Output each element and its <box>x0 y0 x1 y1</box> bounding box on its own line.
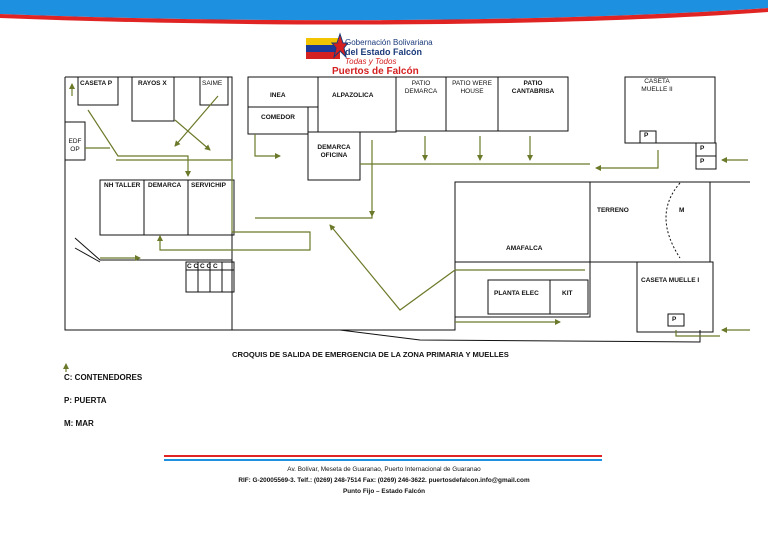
diagram-caption: CROQUIS DE SALIDA DE EMERGENCIA DE LA ZO… <box>232 350 509 359</box>
room-caseta-muelle-ii: CASETA MUELLE II <box>641 78 673 93</box>
room-rayos-x: RAYOS X <box>138 80 167 87</box>
door-p-right-1: P <box>700 145 705 152</box>
room-amafalca: AMAFALCA <box>506 245 543 252</box>
flag-star-emblem <box>306 32 348 59</box>
footer-city: Punto Fijo – Estado Falcón <box>342 488 426 495</box>
legend-puerta: P: PUERTA <box>64 396 107 405</box>
room-saime: SAIME <box>202 80 223 87</box>
room-alpazolica: ALPAZOLICA <box>332 92 374 99</box>
room-caseta-p: CASETA P <box>80 80 113 87</box>
room-patio-werehouse: PATIO WERE HOUSE <box>452 80 492 95</box>
door-p-muelle-i: P <box>672 316 677 323</box>
footer-line-blue <box>164 459 602 461</box>
legend-contenedores: C: CONTENEDORES <box>64 373 143 382</box>
logo: Gobernación Bolivariana del Estado Falcó… <box>300 28 475 80</box>
room-demarca-oficina: DEMARCA OFICINA <box>317 144 351 159</box>
room-inea: INEA <box>270 92 286 99</box>
logo-line-2: del Estado Falcón <box>345 47 423 57</box>
logo-tagline: Todas y Todos <box>345 57 397 66</box>
room-kit: KIT <box>562 290 573 297</box>
walls <box>64 76 750 343</box>
legend-mar: M: MAR <box>64 419 94 428</box>
room-mar: M <box>679 207 685 214</box>
footer-contact: RIF: G-20005569-3. Telf.: (0269) 248-751… <box>238 477 530 484</box>
banner-red-wave <box>0 8 768 25</box>
logo-brand: Puertos de Falcón <box>332 66 419 77</box>
room-terreno: TERRENO <box>597 207 629 214</box>
header-banner <box>0 0 768 25</box>
room-servichip: SERVICHIP <box>191 182 226 189</box>
room-demarca: DEMARCA <box>148 182 182 189</box>
room-planta-elec: PLANTA ELEC <box>494 290 539 297</box>
container-stack-label: C C C C C <box>187 263 218 270</box>
door-p-muelle-ii: P <box>644 132 649 139</box>
room-caseta-muelle-i: CASETA MUELLE I <box>641 277 700 284</box>
room-patio-demarca: PATIO DEMARCA <box>404 80 438 95</box>
room-patio-cantabrisa: PATIO CANTABRISA <box>511 80 555 95</box>
room-nh-taller: NH TALLER <box>104 182 141 189</box>
room-comedor: COMEDOR <box>261 114 295 121</box>
logo-line-1: Gobernación Bolivariana <box>345 38 433 47</box>
evacuation-routes <box>63 83 750 372</box>
room-edf-op: EDF OP <box>68 138 82 153</box>
footer-line-red <box>164 455 602 457</box>
banner-blue-wave <box>0 0 768 21</box>
door-p-right-2: P <box>700 158 705 165</box>
footer-address: Av. Bolívar, Meseta de Guaranao, Puerto … <box>287 466 481 473</box>
